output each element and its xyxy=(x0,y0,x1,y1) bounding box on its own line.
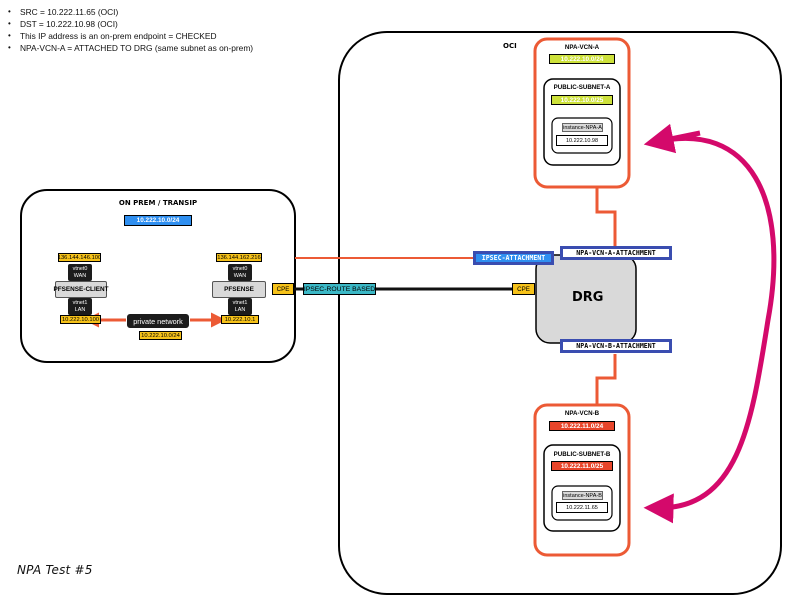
client-wan-ip: 136.144.146.100 xyxy=(57,253,102,262)
instance-b-ip: 10.222.11.65 xyxy=(556,502,608,513)
traffic-flow-arrow-start xyxy=(643,123,701,154)
ipsec-attachment: IPSEC-ATTACHMENT xyxy=(473,251,554,265)
vcn-a-link xyxy=(595,188,617,247)
instance-b-name: instance-NPA-B xyxy=(562,491,603,500)
subnet-a-cidr: 10.222.10.0/25 xyxy=(551,95,613,105)
vcn-b-link xyxy=(595,354,617,404)
onprem-cidr: 10.222.10.0/24 xyxy=(124,215,192,226)
instance-a-name: instance-NPA-A xyxy=(562,123,603,132)
subnet-b-name: PUBLIC-SUBNET-B xyxy=(553,451,611,458)
notes-list: •SRC = 10.222.11.65 (OCI) •DST = 10.222.… xyxy=(8,6,253,54)
subnet-b-cidr: 10.222.11.0/25 xyxy=(551,461,613,471)
private-network-label: private network xyxy=(127,314,189,328)
vcn-b-cidr: 10.222.11.0/24 xyxy=(549,421,615,431)
pfsense-wan-ip: 136.144.162.216 xyxy=(216,253,262,262)
note-item: •This IP address is an on-prem endpoint … xyxy=(8,31,217,41)
private-network-cidr: 10.222.10.0/24 xyxy=(139,331,182,340)
vcn-a-name: NPA-VCN-A xyxy=(564,44,600,51)
oci-cpe: CPE xyxy=(512,283,535,295)
onprem-cpe: CPE xyxy=(272,283,294,295)
pfsense-lan-ip: 10.222.10.1 xyxy=(221,315,259,324)
onprem-title: ON PREM / TRANSIP xyxy=(118,199,198,207)
footer-title: NPA Test #5 xyxy=(17,563,93,577)
traffic-flow-arrow xyxy=(643,135,777,524)
pfsense-client-node: PFSENSE-CLIENT xyxy=(53,281,109,298)
oci-label: OCI xyxy=(503,42,517,50)
vcn-b-name: NPA-VCN-B xyxy=(564,410,600,417)
subnet-a-name: PUBLIC-SUBNET-A xyxy=(553,84,611,91)
drg-label: DRG xyxy=(572,290,604,305)
note-item: •SRC = 10.222.11.65 (OCI) xyxy=(8,7,119,17)
vcn-a-cidr: 10.222.10.0/24 xyxy=(549,54,615,64)
note-item: •DST = 10.222.10.98 (OCI) xyxy=(8,19,118,29)
pfsense-node: PFSENSE xyxy=(212,281,266,298)
instance-a-ip: 10.222.10.98 xyxy=(556,135,608,146)
ipsec-route-label: IPSEC-ROUTE BASED xyxy=(303,283,376,295)
note-item: •NPA-VCN-A = ATTACHED TO DRG (same subne… xyxy=(8,43,254,53)
vcn-a-attachment: NPA-VCN-A-ATTACHMENT xyxy=(560,246,672,260)
client-lan-ip: 10.222.10.100 xyxy=(60,315,101,324)
vcn-b-attachment: NPA-VCN-B-ATTACHMENT xyxy=(560,339,672,353)
